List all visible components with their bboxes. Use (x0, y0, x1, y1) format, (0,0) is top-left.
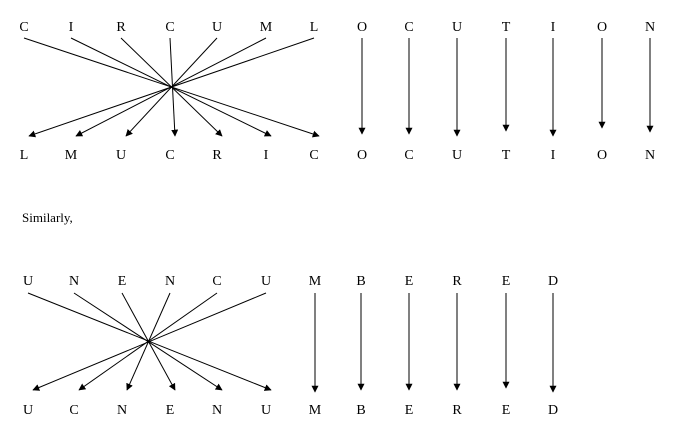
bottom-letter: L (20, 148, 29, 163)
bottom-letter: M (65, 148, 78, 163)
bottom-letter: O (357, 148, 367, 163)
top-letter: D (548, 274, 558, 289)
bottom-letter: E (405, 403, 414, 418)
top-letter: I (551, 20, 556, 35)
bottom-letter: N (212, 403, 222, 418)
bottom-letter: D (548, 403, 558, 418)
top-letter: N (165, 274, 175, 289)
reversal-arrow (78, 292, 218, 391)
top-letter: R (116, 20, 126, 35)
top-letter: U (452, 20, 462, 35)
bottom-letter: U (261, 403, 271, 418)
top-letter: M (309, 274, 322, 289)
bottom-letter: C (309, 148, 318, 163)
top-letter: T (502, 20, 511, 35)
unencumbered-diagram: U N E N C U M B E R E D U C N E N U M B E R E D (23, 274, 558, 418)
top-letter: C (19, 20, 28, 35)
top-letter: O (357, 20, 367, 35)
reversal-arrow (32, 292, 267, 391)
top-letter: E (502, 274, 511, 289)
bottom-letter: E (502, 403, 511, 418)
circumlocution-diagram: C I R C U M L O C U T I O N L M U C R I C O C U T I O N (19, 20, 655, 163)
bottom-letter: M (309, 403, 322, 418)
bottom-letter: C (404, 148, 413, 163)
top-letter: O (597, 20, 607, 35)
top-letter: N (645, 20, 655, 35)
bottom-letter: N (645, 148, 655, 163)
top-letter: E (118, 274, 127, 289)
bottom-letter: I (264, 148, 269, 163)
bottom-letter: U (116, 148, 126, 163)
top-letter: I (69, 20, 74, 35)
bottom-letter: U (23, 403, 33, 418)
bottom-letter: U (452, 148, 462, 163)
bottom-letter: C (69, 403, 78, 418)
reversal-arrow (28, 37, 315, 138)
bottom-letter: R (452, 403, 462, 418)
top-letter: C (212, 274, 221, 289)
top-letter: L (310, 20, 319, 35)
top-letter: C (404, 20, 413, 35)
bottom-letter: C (165, 148, 174, 163)
bottom-letter: E (166, 403, 175, 418)
similarly-text: Similarly, (22, 210, 73, 225)
top-letter: C (165, 20, 174, 35)
bottom-letter: B (356, 403, 365, 418)
bottom-letter: R (212, 148, 222, 163)
top-letter: B (356, 274, 365, 289)
top-letter: U (212, 20, 222, 35)
bottom-letter: O (597, 148, 607, 163)
top-letter: R (452, 274, 462, 289)
top-letter: U (23, 274, 33, 289)
top-letter: M (260, 20, 273, 35)
top-letter: E (405, 274, 414, 289)
top-letter: N (69, 274, 79, 289)
top-letter: U (261, 274, 271, 289)
bottom-letter: T (502, 148, 511, 163)
bottom-letter: N (117, 403, 127, 418)
bottom-letter: I (551, 148, 556, 163)
